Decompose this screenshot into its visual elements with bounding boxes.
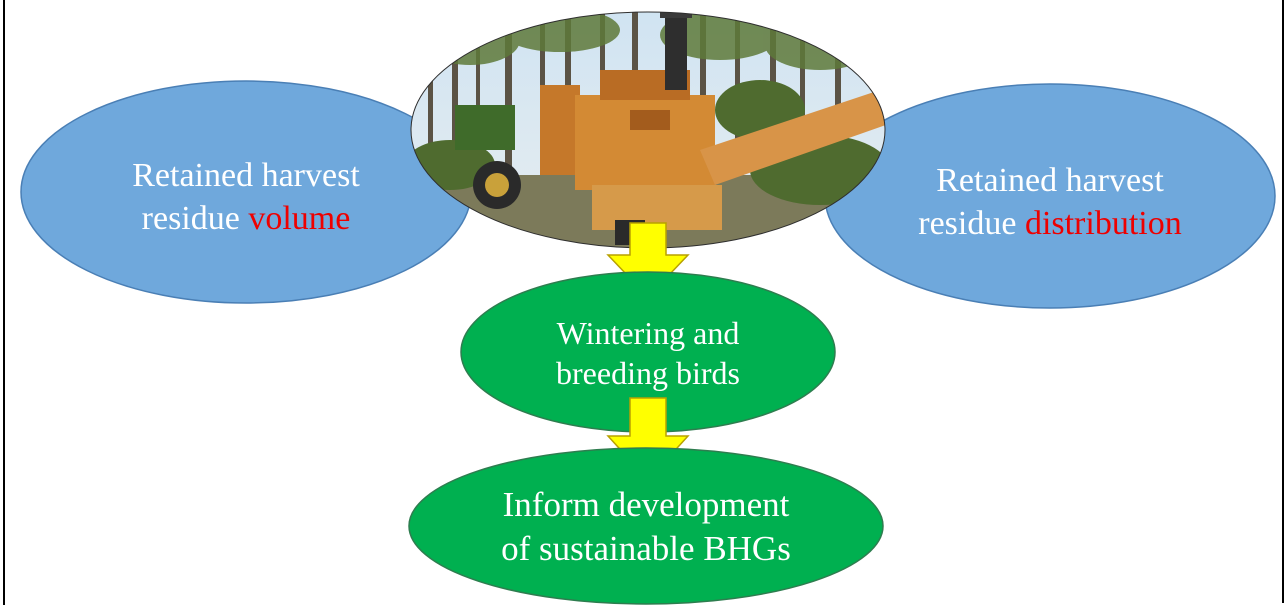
right-node-label: Retained harvest residue distribution bbox=[864, 160, 1236, 245]
wood-chipper-photo bbox=[411, 12, 885, 248]
middle-node-line2: breeding birds bbox=[556, 355, 740, 391]
left-node-line2: residue volume bbox=[60, 198, 432, 241]
left-node-line1: Retained harvest bbox=[132, 157, 360, 194]
left-node-emphasis: volume bbox=[248, 199, 351, 237]
left-node-label: Retained harvest residue volume bbox=[60, 155, 432, 240]
page-right-border bbox=[1282, 0, 1284, 603]
middle-node-line1: Wintering and bbox=[556, 315, 740, 351]
left-node-line2-prefix: residue bbox=[141, 199, 249, 237]
tractor bbox=[455, 105, 521, 209]
right-node-line2: residue distribution bbox=[864, 203, 1236, 246]
bottom-node-line1: Inform development bbox=[502, 485, 790, 524]
right-node-line2-prefix: residue bbox=[918, 204, 1025, 242]
bottom-node-line2: of sustainable BHGs bbox=[501, 528, 791, 568]
right-node-emphasis: distribution bbox=[1024, 204, 1182, 242]
bottom-node-ellipse bbox=[408, 447, 884, 605]
right-node-line1: Retained harvest bbox=[936, 162, 1164, 199]
middle-node-label: Wintering and breeding birds bbox=[478, 313, 818, 393]
bottom-node-label: Inform development of sustainable BHGs bbox=[446, 483, 846, 571]
chipper-machine bbox=[540, 12, 885, 245]
page-left-border bbox=[3, 0, 5, 605]
